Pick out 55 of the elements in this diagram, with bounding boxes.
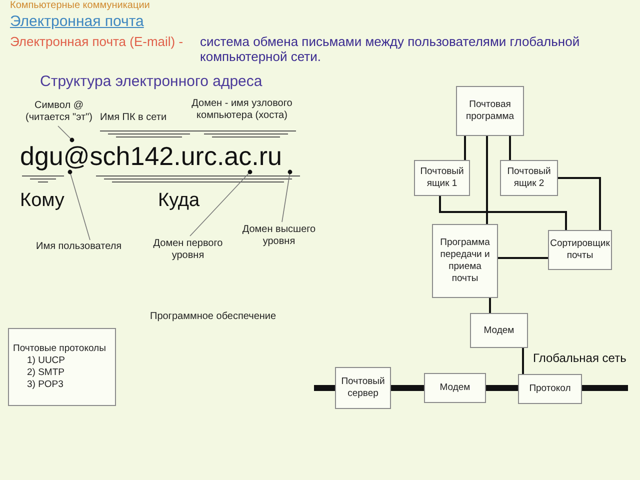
network-line: [486, 385, 518, 391]
block-box: [424, 373, 486, 403]
box-text: Сортировщик почты: [550, 238, 610, 262]
box-text: Модем: [484, 324, 514, 336]
leader-line: [68, 170, 90, 240]
connector-line: [522, 348, 524, 374]
connector-line: [439, 196, 567, 230]
network-line: [391, 385, 424, 391]
connector-line: [464, 136, 466, 160]
network-line: [582, 385, 628, 391]
box-text: dgu@sch142.urc.ac.ru: [20, 140, 282, 172]
block-box: [8, 328, 116, 406]
box-text: Домен первого уровня: [152, 238, 224, 262]
leader-line: [58, 126, 74, 142]
box-text: Почтовый сервер: [340, 376, 386, 400]
connector-line: [498, 257, 548, 259]
part-label: Домен - имя узлового компьютера (хоста): [190, 98, 294, 121]
block-box: [414, 160, 470, 196]
block-box: [470, 313, 528, 348]
box-text: Почтовые протоколы: [13, 343, 106, 356]
box-text: 2) SMTP: [26, 367, 64, 379]
box-text: Почтовая программа: [464, 99, 516, 123]
box-text: Протокол: [529, 383, 571, 395]
definition-text: система обмена письмами между пользователями глобальной компьютерной сети.: [200, 35, 581, 65]
page-title: Электронная почта: [10, 13, 144, 30]
connector-line: [558, 177, 601, 230]
part-label: Кому: [20, 190, 64, 212]
connector-line: [486, 136, 488, 224]
box-text: Имя пользователя: [36, 240, 122, 254]
box-text: 1) UUCP: [26, 355, 66, 367]
box-text: Программа передачи и приема почты: [439, 237, 491, 285]
section-heading: Компьютерные коммуникации: [10, 0, 150, 12]
network-label: Глобальная сеть: [533, 352, 626, 366]
leader-line: [282, 170, 292, 222]
network-line: [314, 385, 335, 391]
leader-line: [190, 170, 252, 236]
connector-line: [509, 136, 511, 160]
block-box: [500, 160, 558, 196]
box-text: 3) POP3: [26, 378, 64, 391]
box-text: Символ @ (читается "эт"): [24, 100, 94, 124]
list-heading: Программное обеспечение: [150, 311, 276, 322]
block-box: [335, 367, 391, 409]
block-box: [456, 86, 524, 136]
term-text: Электронная почта (E-mail) -: [10, 35, 184, 50]
box-text: Домен высшего уровня: [241, 224, 317, 248]
box-text: Почтовый ящик 2: [506, 166, 552, 190]
part-label: Имя ПК в сети: [100, 112, 167, 124]
box-text: Почтовый ящик 1: [419, 166, 465, 190]
box-text: Модем: [440, 382, 470, 394]
connector-line: [489, 298, 491, 313]
block-box: [432, 224, 498, 298]
part-label: Куда: [158, 190, 200, 212]
block-box: [548, 230, 612, 270]
section-heading: Структура электронного адреса: [40, 73, 262, 90]
block-box: [518, 374, 582, 404]
